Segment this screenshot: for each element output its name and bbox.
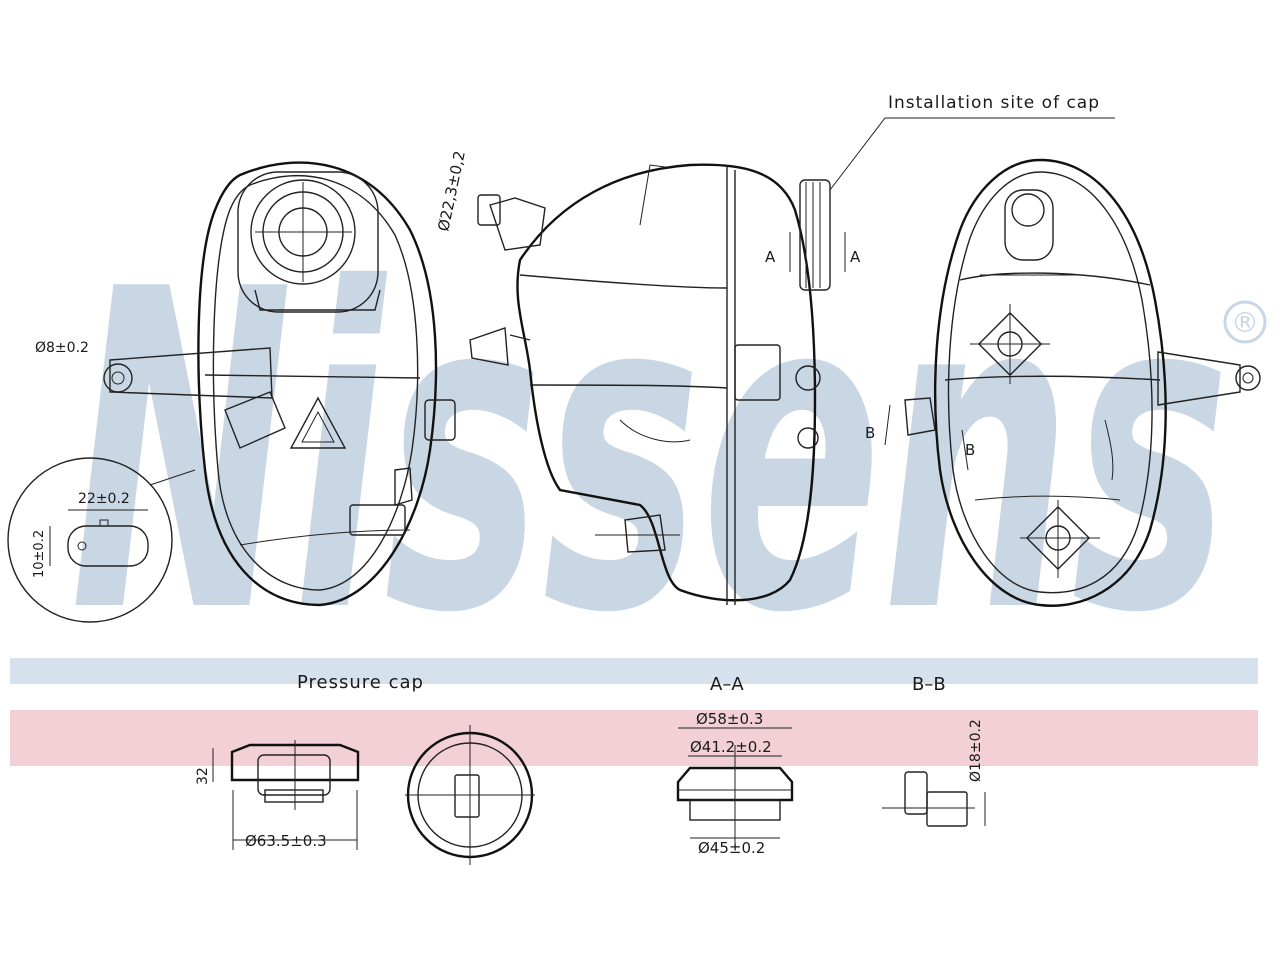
registered-mark: ® (1231, 306, 1259, 339)
installation-callout: Installation site of cap (888, 93, 1100, 113)
brand-watermark: Nissens (70, 197, 1230, 709)
dim-detail-height: 10±0.2 (32, 530, 47, 578)
section-bb (882, 771, 986, 827)
dim-aa-bottom: Ø45±0.2 (698, 839, 765, 857)
section-aa (676, 727, 794, 850)
dim-cap-height: 32 (195, 767, 211, 785)
registered-mark-ring (1223, 300, 1267, 344)
dim-cap-diameter: Ø63.5±0.3 (245, 832, 327, 850)
section-marker-a-left: A (765, 248, 776, 266)
section-marker-b-left: B (865, 424, 875, 442)
section-marker-b-right: B (965, 441, 975, 459)
band-pink (10, 710, 1258, 766)
dim-aa-outer: Ø58±0.3 (696, 710, 763, 728)
front-view (7, 161, 456, 623)
pressure-cap-top (405, 725, 535, 865)
section-title-pressure-cap: Pressure cap (297, 672, 424, 693)
dim-aa-inner: Ø41.2±0.2 (690, 738, 772, 756)
dim-detail-width: 22±0.2 (78, 491, 130, 507)
dim-bracket-hole: Ø8±0.2 (35, 340, 89, 356)
section-marker-a-right: A (850, 248, 861, 266)
top-view (884, 158, 1261, 607)
section-title-aa: A–A (710, 674, 744, 695)
dim-bb-diameter: Ø18±0.2 (968, 719, 984, 782)
pressure-cap-side (212, 740, 360, 850)
side-view (469, 117, 1115, 605)
band-blue (10, 658, 1258, 684)
section-title-bb: B–B (912, 674, 946, 695)
